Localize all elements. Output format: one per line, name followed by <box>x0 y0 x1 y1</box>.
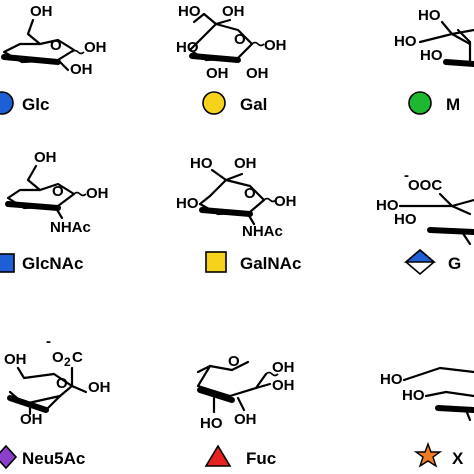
svg-text:HO: HO <box>190 155 213 172</box>
glc-symbol <box>0 91 14 115</box>
svg-text:OH: OH <box>86 185 109 202</box>
svg-text:OH: OH <box>34 149 57 166</box>
xyl-label: X <box>452 449 464 468</box>
neu5ac-structure: - O 2 C OH O OH OH <box>4 333 111 428</box>
svg-text:NHAc: NHAc <box>50 219 91 236</box>
svg-text:HO: HO <box>200 415 223 432</box>
svg-text:NHAc: NHAc <box>242 223 283 240</box>
svg-text:OH: OH <box>70 61 93 78</box>
svg-text:HO: HO <box>176 39 199 56</box>
svg-text:OH: OH <box>84 39 107 56</box>
svg-text:O: O <box>52 349 64 366</box>
svg-text:HO: HO <box>394 33 417 50</box>
svg-text:HO: HO <box>376 197 399 214</box>
xyl-symbol <box>413 442 443 468</box>
svg-text:OH: OH <box>20 411 43 428</box>
svg-text:OH: OH <box>246 65 269 82</box>
svg-text:O: O <box>50 37 62 54</box>
fuc-label: Fuc <box>246 449 276 468</box>
svg-text:OH: OH <box>88 379 111 396</box>
gal-symbol <box>202 91 226 115</box>
svg-text:O: O <box>52 183 64 200</box>
svg-text:O: O <box>234 31 246 48</box>
glcnac-symbol <box>0 253 15 273</box>
svg-text:HO: HO <box>178 3 201 20</box>
man-label: M <box>446 95 460 114</box>
svg-text:O: O <box>228 353 240 370</box>
glc-structure: OH O OH OH <box>1 3 107 78</box>
glc-label: Glc <box>22 95 49 114</box>
galnac-label: GalNAc <box>240 254 301 273</box>
svg-text:-: - <box>46 333 51 350</box>
svg-text:C: C <box>72 349 83 366</box>
galnac-structure: HO OH O HO OH NHAc <box>176 155 297 240</box>
glcnac-label: GlcNAc <box>22 254 83 273</box>
man-symbol <box>408 91 432 115</box>
svg-text:OH: OH <box>264 37 287 54</box>
svg-text:-: - <box>404 167 409 184</box>
svg-text:OH: OH <box>206 65 229 82</box>
neu5ac-symbol <box>0 444 18 470</box>
glca-label: G <box>448 254 461 273</box>
svg-text:HO: HO <box>394 211 417 228</box>
glca-structure: - OOC HO HO <box>376 167 474 246</box>
gal-structure: HO OH O HO OH OH OH <box>176 3 287 82</box>
svg-text:OH: OH <box>4 351 27 368</box>
svg-text:OH: OH <box>222 3 245 20</box>
glcnac-structure: OH O OH NHAc <box>5 149 109 236</box>
svg-text:OH: OH <box>234 411 257 428</box>
glca-symbol <box>403 248 437 276</box>
svg-text:HO: HO <box>380 371 403 388</box>
svg-text:OH: OH <box>30 3 53 20</box>
svg-text:OH: OH <box>274 193 297 210</box>
xyl-structure: HO HO <box>380 366 474 422</box>
svg-text:2: 2 <box>64 355 71 369</box>
svg-text:O: O <box>244 185 256 202</box>
svg-text:HO: HO <box>176 195 199 212</box>
svg-text:HO: HO <box>418 7 441 24</box>
gal-label: Gal <box>240 95 267 114</box>
fuc-symbol <box>204 444 232 467</box>
svg-text:O: O <box>56 375 68 392</box>
svg-text:OH: OH <box>272 377 295 394</box>
neu5ac-label: Neu5Ac <box>22 449 85 468</box>
galnac-symbol <box>205 251 227 273</box>
svg-text:OOC: OOC <box>408 177 442 194</box>
svg-text:HO: HO <box>402 387 425 404</box>
fuc-structure: O OH OH HO OH <box>196 353 295 432</box>
svg-text:OH: OH <box>272 359 295 376</box>
svg-text:HO: HO <box>420 47 443 64</box>
svg-text:OH: OH <box>234 155 257 172</box>
man-structure: HO HO HO <box>394 7 474 67</box>
